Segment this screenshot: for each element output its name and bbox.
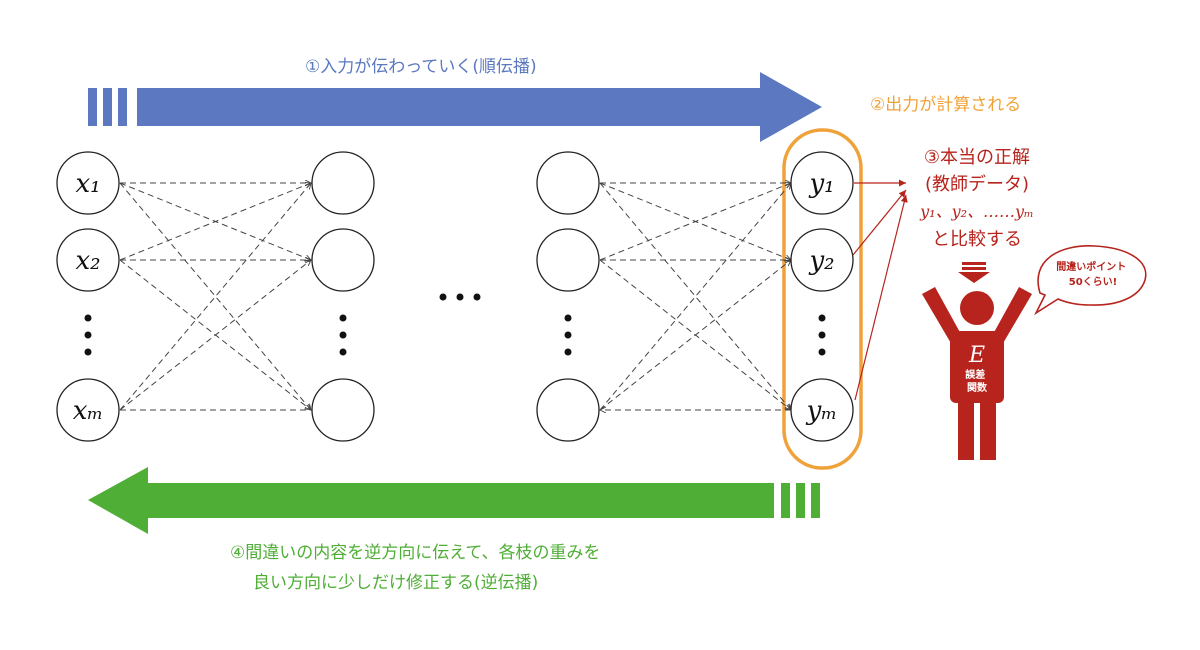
figure-torso <box>950 331 1004 403</box>
edge <box>119 260 311 411</box>
input-label: xₘ <box>73 396 104 426</box>
down-arrow <box>958 262 990 283</box>
hidden-layer-n <box>536 151 600 442</box>
teacher-caption-1: ③本当の正解 <box>924 147 1030 168</box>
output-label: y₁ <box>808 169 834 199</box>
input-layer <box>56 151 120 442</box>
input-node <box>56 228 120 292</box>
hidden-layer-1 <box>311 151 375 442</box>
vertical-ellipsis-output <box>818 314 826 356</box>
hidden-node <box>536 228 600 292</box>
hidden-node <box>311 228 375 292</box>
vertical-ellipsis-hidden-1 <box>339 314 347 356</box>
output-node <box>790 378 854 442</box>
forward-arrow-body <box>137 72 822 142</box>
input-node <box>56 378 120 442</box>
backward-arrow-stripe <box>781 483 790 518</box>
speech-bubble <box>1033 245 1147 316</box>
figure-right-arm <box>992 287 1032 345</box>
forward-arrow <box>88 72 822 142</box>
comparison-arrow <box>854 194 908 401</box>
input-node <box>56 151 120 215</box>
output-node <box>790 151 854 215</box>
input-label: x₂ <box>75 246 100 276</box>
teacher-caption-2: (教師データ) <box>925 174 1029 195</box>
horizontal-ellipsis <box>439 293 481 301</box>
figure-label: 誤差 関数 <box>965 368 988 394</box>
hidden-node <box>536 151 600 215</box>
teacher-values: y₁、y₂、……yₘ <box>919 202 1034 221</box>
hidden-node <box>311 151 375 215</box>
speech-bubble-text: 間違いポイント 50くらい! <box>1056 260 1129 288</box>
edge <box>599 260 791 411</box>
edges-input-hidden <box>119 183 311 411</box>
edge <box>599 183 791 261</box>
output-label: y₂ <box>808 246 834 276</box>
backward-arrow <box>88 467 820 534</box>
backward-caption-2: 良い方向に少しだけ修正する(逆伝播) <box>253 573 538 593</box>
forward-caption: ①入力が伝わっていく(順伝播) <box>305 57 537 77</box>
vertical-ellipsis-hidden-n <box>564 314 572 356</box>
output-layer-highlight <box>782 128 863 470</box>
backward-arrow-stripe <box>811 483 820 518</box>
hidden-node <box>311 378 375 442</box>
vertical-ellipsis-input <box>84 314 92 356</box>
comparison-arrows <box>852 179 908 401</box>
figure-symbol: E <box>968 343 985 368</box>
forward-arrow-stripe <box>103 88 112 126</box>
output-caption: ②出力が計算される <box>870 95 1021 115</box>
input-label: x₁ <box>75 169 100 199</box>
teacher-caption-4: と比較する <box>932 229 1022 250</box>
forward-arrow-stripe <box>88 88 97 126</box>
figure-head <box>960 291 994 325</box>
output-node <box>790 228 854 292</box>
forward-arrow-stripe <box>118 88 127 126</box>
edge <box>119 183 311 261</box>
backward-arrow-stripe <box>796 483 805 518</box>
hidden-node <box>536 378 600 442</box>
backward-caption-1: ④間違いの内容を逆方向に伝えて、各枝の重みを <box>230 543 601 563</box>
comparison-arrow <box>852 189 907 256</box>
error-function-figure <box>922 287 1032 460</box>
figure-left-arm <box>922 287 962 345</box>
figure-left-leg <box>958 396 974 460</box>
output-layer <box>790 151 854 442</box>
figure-right-leg <box>980 396 996 460</box>
backward-arrow-body <box>88 467 774 534</box>
output-label: yₘ <box>806 396 838 426</box>
edges-hidden-output <box>600 183 791 410</box>
